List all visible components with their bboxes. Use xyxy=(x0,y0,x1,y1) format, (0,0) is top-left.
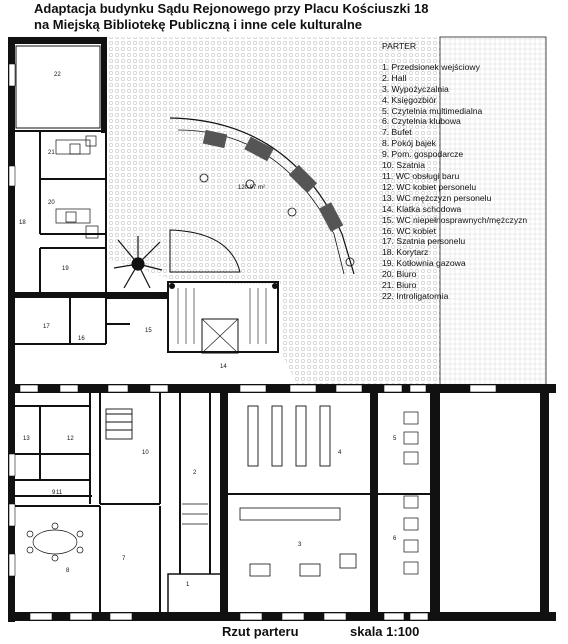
legend-item: 21. Biuro xyxy=(382,280,417,291)
plan-caption: Rzut parteru xyxy=(222,624,299,639)
room-number-15: 15 xyxy=(145,328,152,334)
room-number-14: 14 xyxy=(220,364,227,370)
reading-desks xyxy=(403,411,419,575)
tree-icon xyxy=(113,236,163,289)
legend-item: 22. Introligatornia xyxy=(382,290,449,301)
legend-item: 10. Szatnia xyxy=(382,160,425,171)
legend-item: 18. Korytarz xyxy=(382,247,429,258)
room-number-19: 19 xyxy=(62,266,69,272)
lending-counter xyxy=(239,507,357,577)
ground-floor-walls xyxy=(15,393,430,614)
legend-item: 5. Czytelnia multimedialna xyxy=(382,105,483,116)
legend-item: 16. WC kobiet xyxy=(382,225,436,236)
bookshelves xyxy=(105,405,331,467)
room-number-9: 9 xyxy=(52,490,56,496)
legend-item: 12. WC kobiet personelu xyxy=(382,181,477,192)
plan-title-line-1: Adaptacja budynku Sądu Rejonowego przy P… xyxy=(34,1,429,16)
room-number-8: 8 xyxy=(66,568,70,574)
room-number-3: 3 xyxy=(298,542,302,548)
floor-plan-drawing: 120.97 m² 1 2 3 4 5 6 7 8 9 10 11 12 13 … xyxy=(8,36,556,622)
legend-item: 9. Pom. gospodarcze xyxy=(382,149,464,160)
legend-item: 14. Klatka schodowa xyxy=(382,203,462,214)
legend-item: 17. Szatnia personelu xyxy=(382,236,466,247)
room-number-7: 7 xyxy=(122,556,126,562)
room-number-17: 17 xyxy=(43,324,50,330)
lamps xyxy=(199,173,355,267)
left-wing-walls xyxy=(8,130,169,345)
legend-item: 6. Czytelnia klubowa xyxy=(382,116,461,127)
room-number-16: 16 xyxy=(78,336,85,342)
room-number-labels: 1 2 3 4 5 6 7 8 9 10 11 12 13 14 15 16 1… xyxy=(19,72,397,588)
legend-item: 7. Bufet xyxy=(382,127,412,138)
room-number-11: 11 xyxy=(56,490,63,496)
meeting-table xyxy=(26,522,84,562)
legend-item: 20. Biuro xyxy=(382,269,417,280)
room-number-6: 6 xyxy=(393,536,397,542)
legend-item: 11. WC obsługi baru xyxy=(382,170,460,181)
legend-item: 3. Wypożyczalnia xyxy=(382,83,449,94)
legend-item: 15. WC niepełnosprawnych/mężczyzn xyxy=(382,214,528,225)
windows xyxy=(8,63,497,621)
legend-item: 1. Przedsionek wejściowy xyxy=(382,61,480,72)
room-number-21: 21 xyxy=(48,150,55,156)
legend-item: 13. WC mężczyzn personelu xyxy=(382,192,492,203)
legend-item: 8. Pokój bajek xyxy=(382,138,436,149)
room-number-18: 18 xyxy=(19,220,26,226)
legend-item: 19. Kotłownia gazowa xyxy=(382,258,466,269)
legend-item: 2. Hall xyxy=(382,72,407,83)
room-number-4: 4 xyxy=(338,450,342,456)
room-number-5: 5 xyxy=(393,436,397,442)
legend-header: PARTER xyxy=(382,41,417,51)
courtyard-area-label: 120.97 m² xyxy=(238,185,265,191)
entrance-stairs xyxy=(167,503,223,615)
bench-row xyxy=(202,129,344,232)
office-furniture xyxy=(55,135,99,239)
legend-item: 4. Księgozbiór xyxy=(382,94,437,105)
scale-caption: skala 1:100 xyxy=(350,624,420,639)
room-legend: PARTER 1. Przedsionek wejściowy 2. Hall … xyxy=(382,41,527,302)
room-number-2: 2 xyxy=(193,470,197,476)
plan-title-line-2: na Miejską Bibliotekę Publiczną i inne c… xyxy=(34,17,362,32)
staircase xyxy=(167,281,279,354)
room-22-interior xyxy=(15,45,101,129)
room-number-22: 22 xyxy=(54,72,61,78)
right-wing-paving xyxy=(439,36,547,388)
column-dots xyxy=(169,283,278,289)
room-number-10: 10 xyxy=(142,450,149,456)
room-number-12: 12 xyxy=(67,436,74,442)
courtyard-paving xyxy=(106,37,440,386)
room-number-20: 20 xyxy=(48,200,55,206)
room-number-1: 1 xyxy=(186,582,190,588)
room-number-13: 13 xyxy=(23,436,30,442)
